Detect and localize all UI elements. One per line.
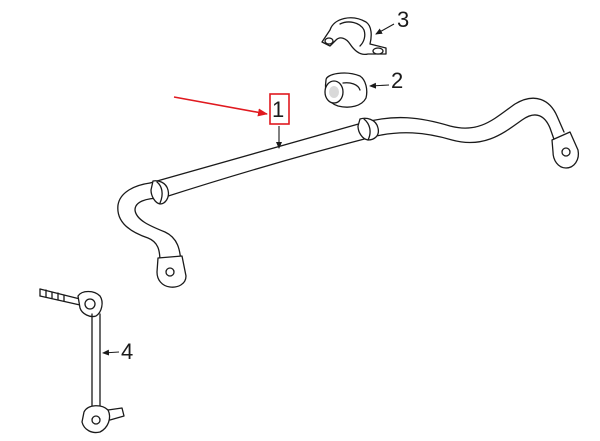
stabilizer-bar — [117, 97, 580, 288]
stabilizer-link — [39, 288, 125, 434]
callout-1: 1 — [272, 97, 284, 122]
leader-line-4 — [102, 349, 120, 356]
callout-3: 3 — [397, 7, 409, 32]
leader-line-2 — [369, 82, 390, 89]
highlight-box — [269, 93, 290, 125]
bushing-bracket — [321, 17, 387, 56]
highlight-arrow — [173, 96, 268, 117]
callout-4: 4 — [121, 339, 133, 364]
leader-line-3 — [375, 23, 395, 35]
bar-bushing — [324, 72, 368, 108]
callout-2: 2 — [391, 68, 403, 93]
